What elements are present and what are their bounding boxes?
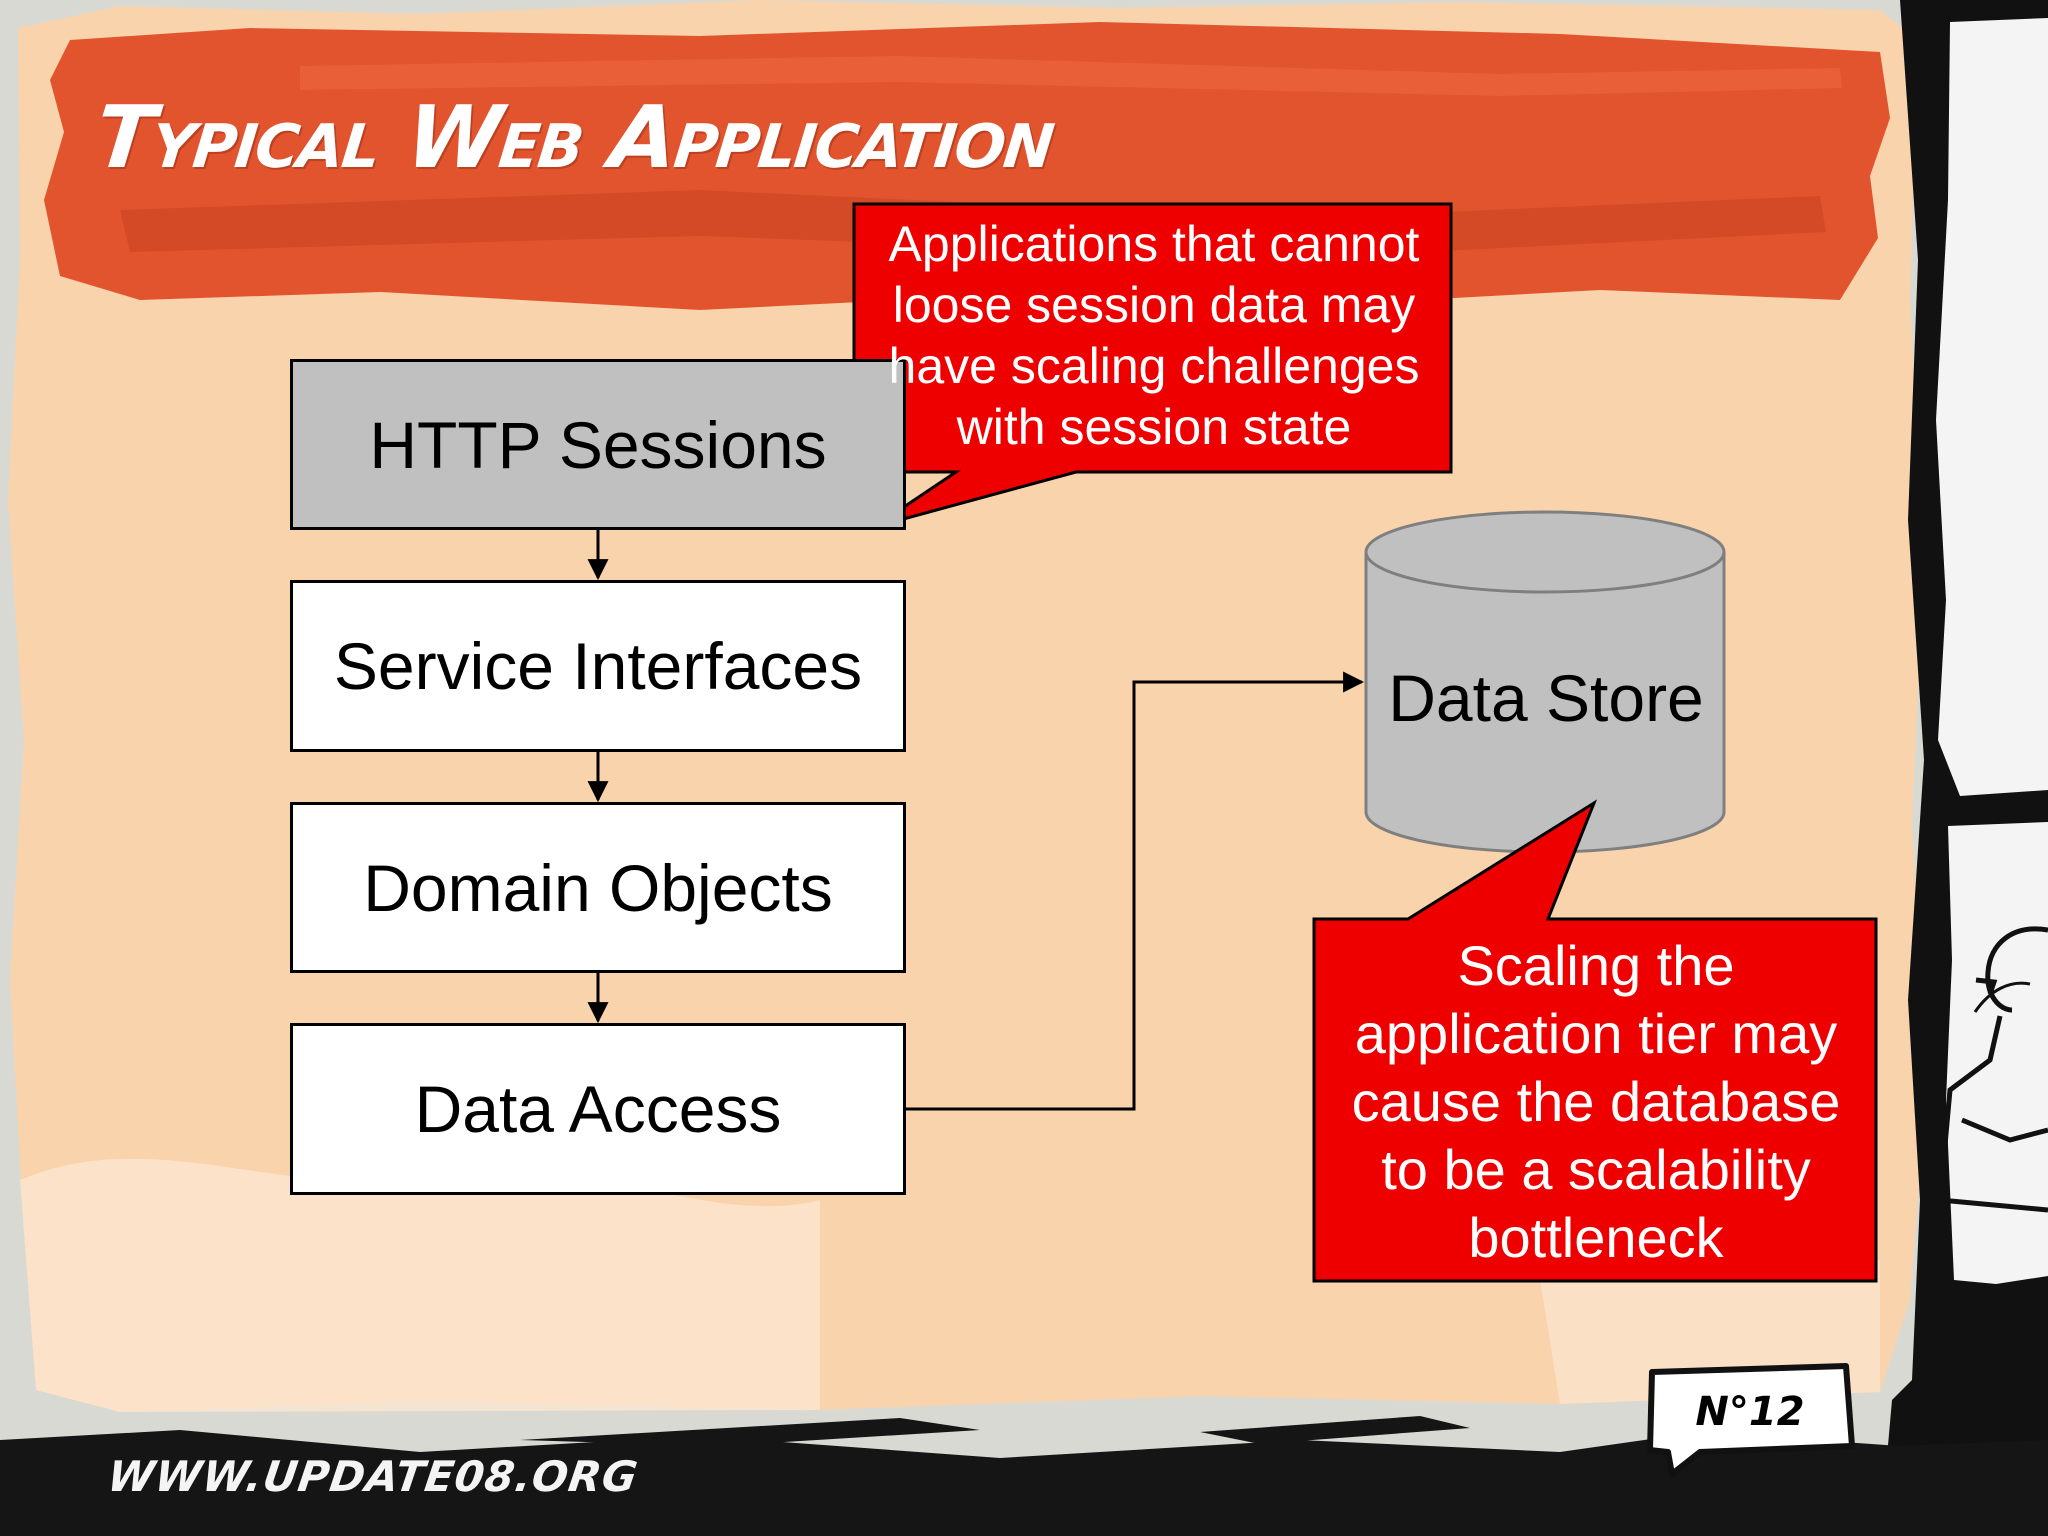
callout-line: Scaling the [1457,934,1735,997]
callout-line: bottleneck [1468,1206,1724,1269]
slide-title: Typical Web Application [90,88,1059,188]
slide-number: N°12 [1695,1389,1805,1435]
callout-line: have scaling challenges [888,338,1420,394]
layer-label: Data Access [414,1072,782,1146]
paper-worn-patch [20,1158,820,1412]
footer-strip [0,1430,2048,1536]
callout-database-text: Scaling the application tier may cause t… [1316,932,1876,1272]
layer-http-sessions: HTTP Sessions [290,359,906,530]
callout-session-text: Applications that cannot loose session d… [856,214,1452,458]
callout-line: loose session data may [892,277,1416,333]
callout-line: with session state [956,399,1352,455]
callout-line: cause the database [1351,1070,1841,1133]
title-banner-streak [300,56,1842,96]
footer-url: WWW.UPDATE08.ORG [104,1452,642,1501]
callout-line: application tier may [1354,1002,1838,1065]
layer-data-access: Data Access [290,1023,906,1195]
cartoon-panel-top [1936,18,2048,796]
callout-database-shape [1312,799,1878,1283]
data-store-cylinder-top [1364,510,1726,594]
layer-service-interfaces: Service Interfaces [290,580,906,752]
footer-strip-splatter [520,1416,1470,1446]
layer-label: HTTP Sessions [369,407,827,482]
layer-domain-objects: Domain Objects [290,802,906,973]
cartoon-figure [1937,926,2048,1213]
slide-number-bubble [1647,1363,1855,1477]
layer-label: Service Interfaces [333,629,863,703]
cartoon-panel-bottom [1946,822,2048,1284]
data-store-label: Data Store [1388,661,1704,735]
arrow-access-to-datastore [906,671,1365,1111]
callout-line: to be a scalability [1381,1138,1811,1201]
callout-line: Applications that cannot [888,216,1420,272]
layer-label: Domain Objects [363,850,833,925]
